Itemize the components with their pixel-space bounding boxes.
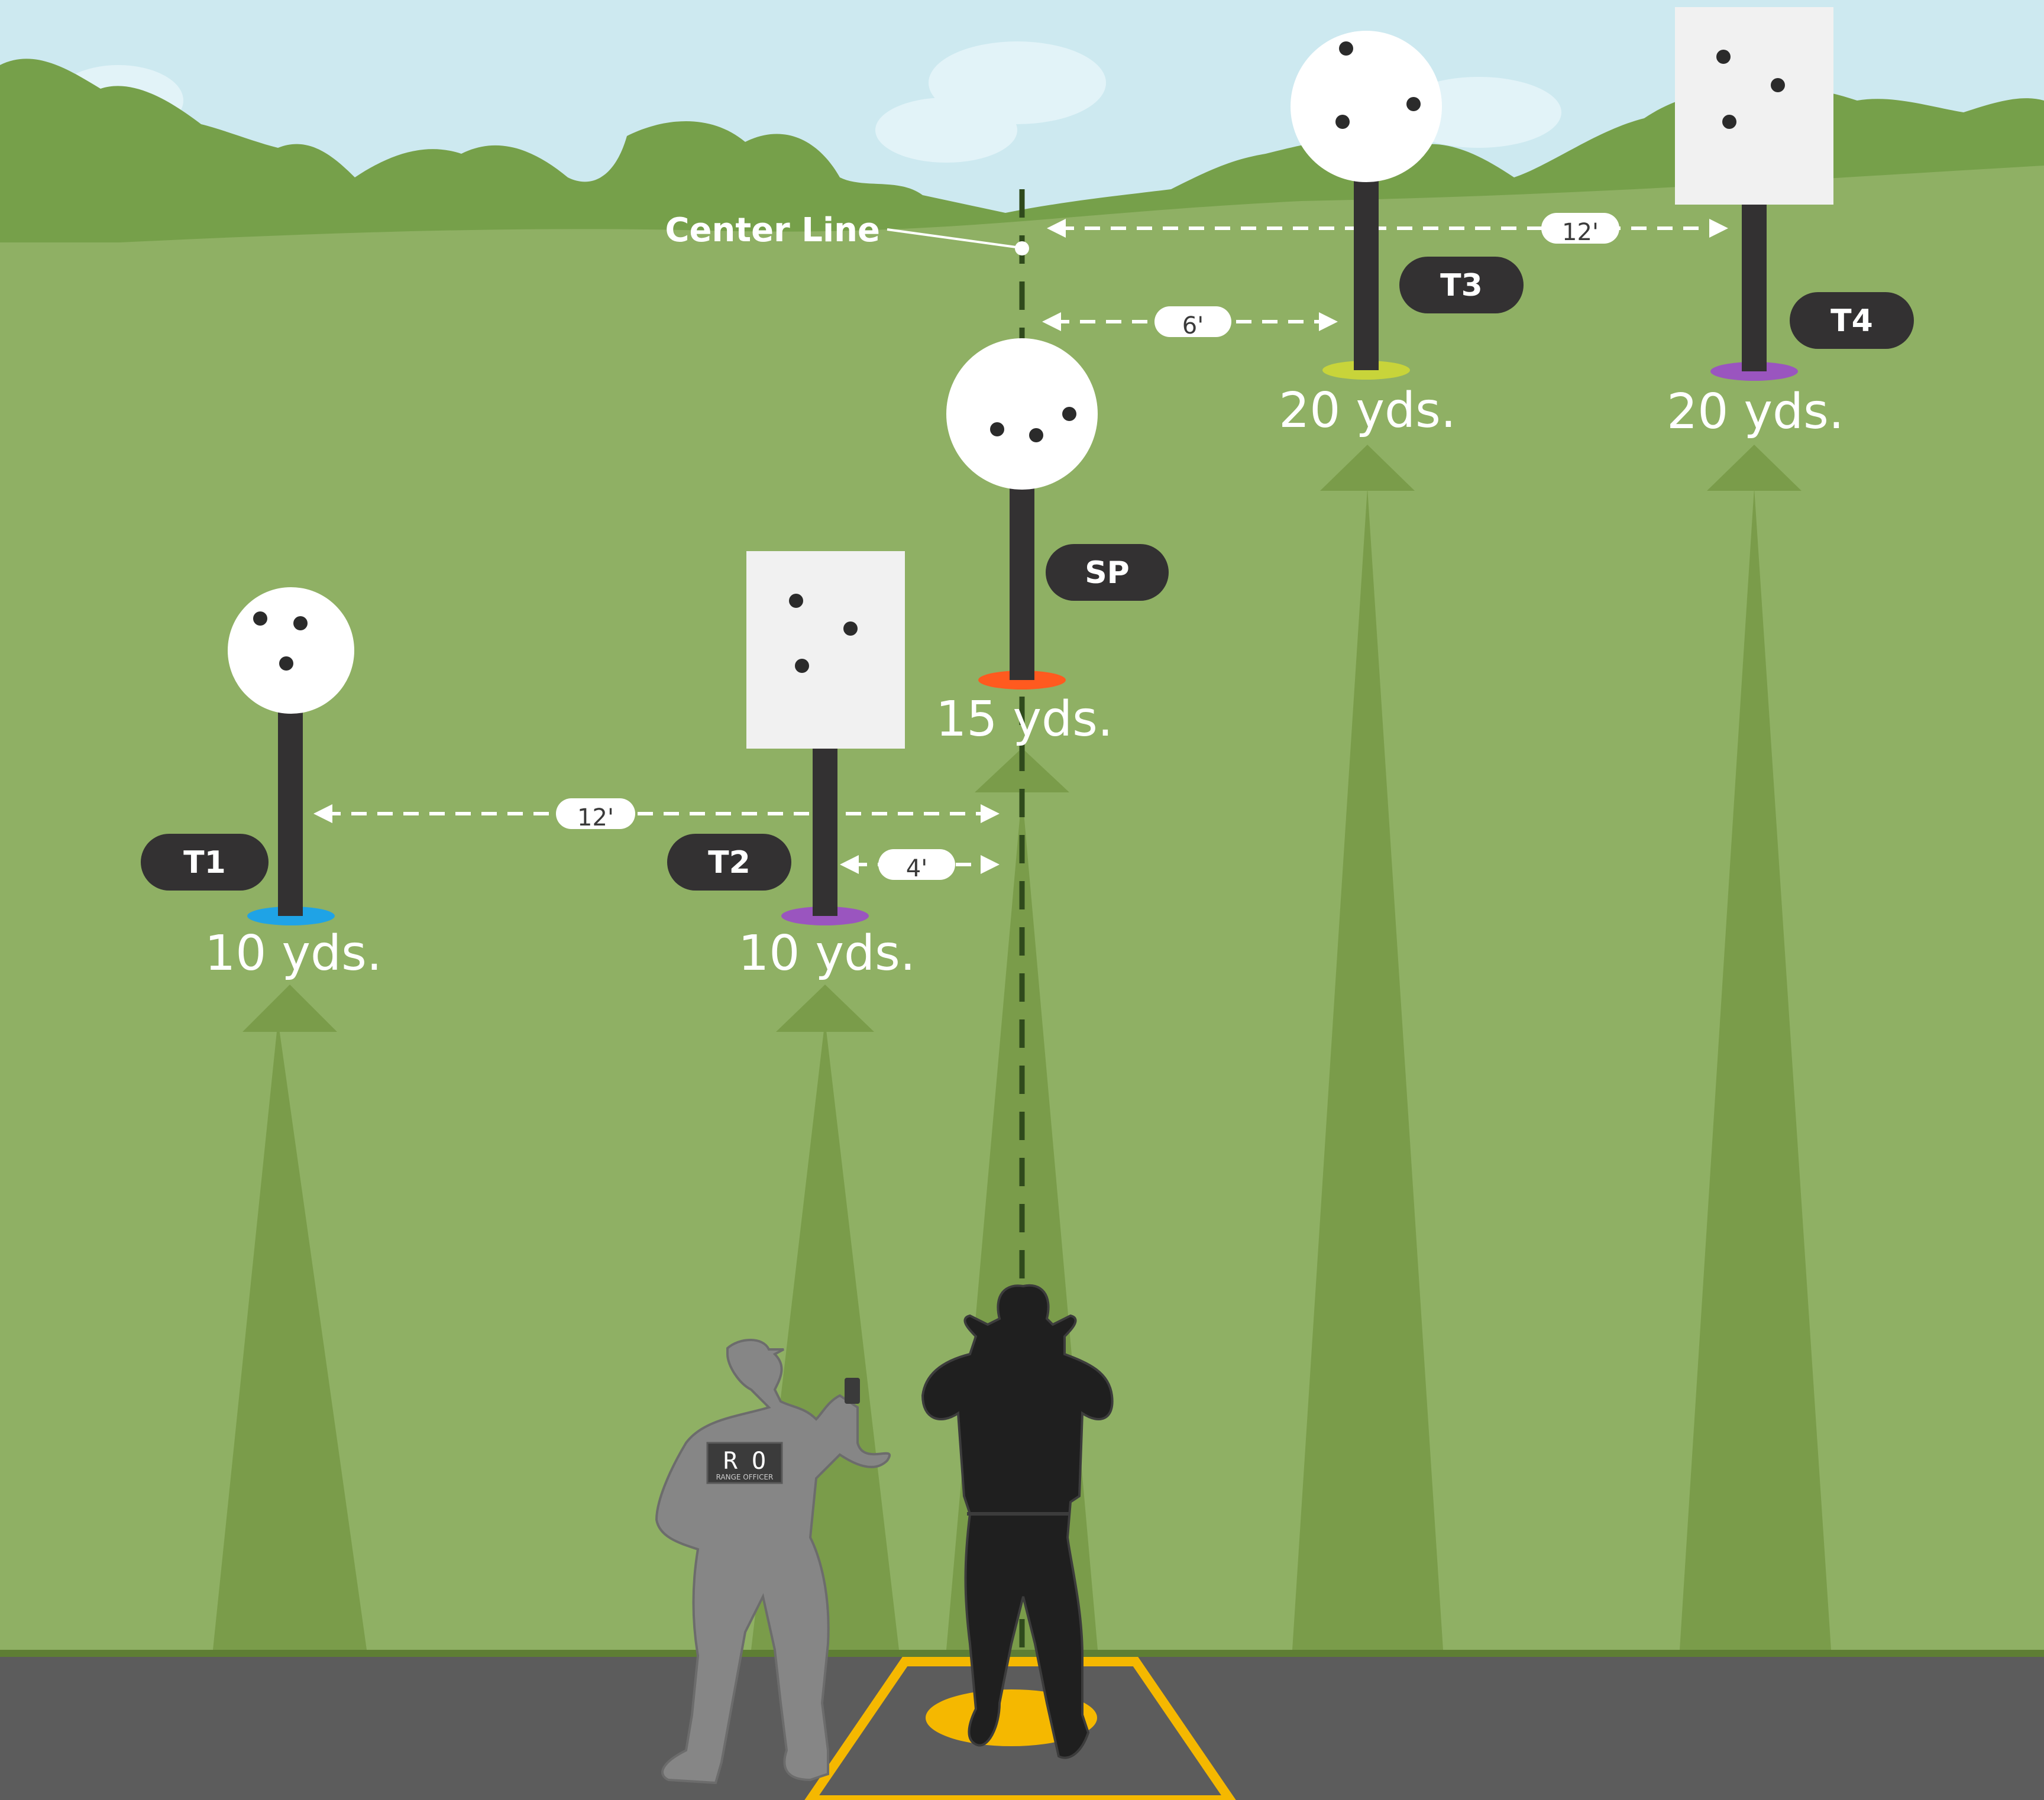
spacing-t1-label: 12' [577, 804, 614, 831]
firing-line-edge [0, 1650, 2044, 1658]
center-line-point [1015, 241, 1029, 255]
spacing-t2-label: 4' [906, 855, 927, 882]
plate-t1 [228, 587, 354, 714]
tag-t4-label: T4 [1830, 303, 1873, 339]
distance-t2: 10 yds. [738, 925, 916, 982]
pole-t4 [1742, 201, 1767, 371]
spacing-t3-label: 6' [1182, 312, 1204, 339]
spacing-t4-label: 12' [1562, 219, 1599, 246]
officer-patch-initials: R O [723, 1448, 766, 1475]
distance-sp: 15 yds. [936, 691, 1113, 747]
tag-t2-label: T2 [708, 845, 751, 880]
distance-t4: 20 yds. [1667, 384, 1844, 440]
distance-t3: 20 yds. [1279, 383, 1456, 439]
pole-t2 [813, 746, 837, 916]
officer-patch-subtitle: RANGE OFFICER [716, 1473, 774, 1481]
center-line-label: Center Line [665, 211, 880, 250]
pole-sp [1010, 473, 1034, 680]
pole-t1 [278, 710, 303, 916]
tag-t1-label: T1 [183, 845, 226, 880]
plate-t4 [1675, 7, 1833, 205]
plate-t2 [746, 551, 905, 749]
tag-t3-label: T3 [1440, 268, 1483, 303]
tag-sp-label: SP [1085, 555, 1130, 591]
radio-icon [845, 1378, 860, 1404]
distance-t1: 10 yds. [205, 925, 382, 982]
pole-t3 [1354, 166, 1379, 370]
